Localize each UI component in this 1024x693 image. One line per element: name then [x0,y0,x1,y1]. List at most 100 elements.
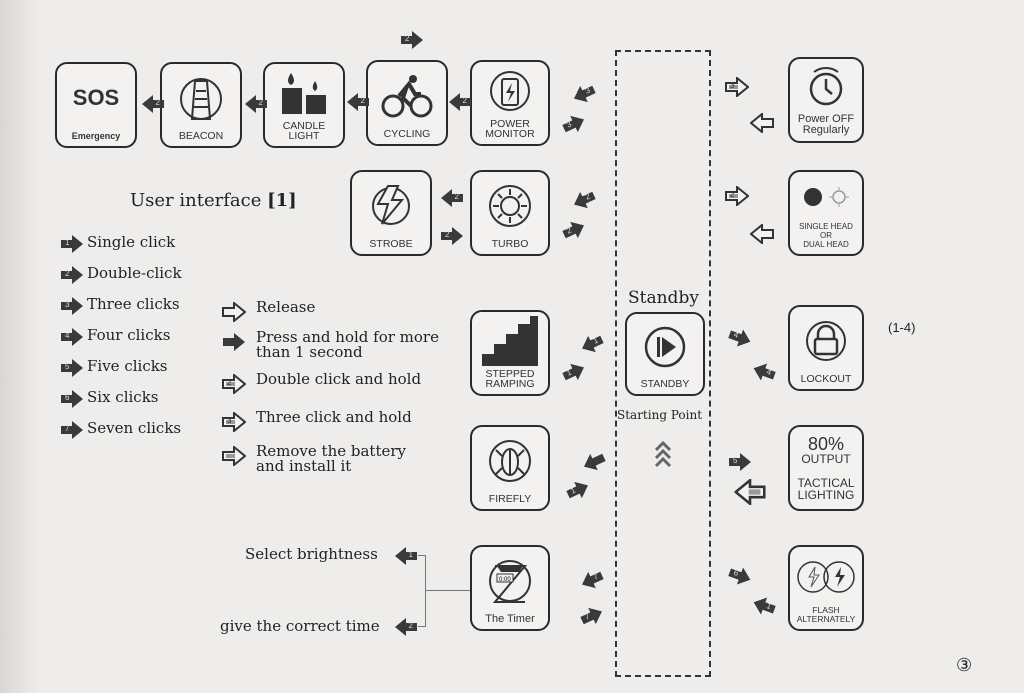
play-icon [643,314,687,379]
battery-icon [488,62,532,119]
mode-label: STANDBY [640,378,690,390]
mode-label: OUTPUT TACTICAL LIGHTING [797,452,855,502]
mode-cycling: CYCLING [366,60,448,146]
double-click-arrow: 2 [346,92,370,112]
three-click-hold-arrow-icon: 3 [222,412,246,432]
mode-label: FLASH ALTERNATELY [796,605,856,624]
press-hold-arrow-icon [222,332,246,352]
correct-time-label: give the correct time [220,617,380,635]
bracket-line [418,626,426,627]
single-click-arrow: 1 [577,330,607,358]
mode-label: STROBE [369,238,413,250]
click-arrow-icon: 6 [60,389,84,409]
lightning-icon [366,172,416,239]
clock-icon [806,59,846,114]
mode-label: TURBO [491,238,529,250]
lighthouse-icon [179,64,223,131]
mode-label: LOCKOUT [800,373,852,385]
bracket-line [418,555,426,556]
legend-label: Four clicks [87,326,171,344]
release-arrow-icon [222,302,246,322]
head-icons [801,172,851,222]
mode-label: POWER MONITOR [485,118,535,140]
click-arrow-icon: 7 [60,420,84,440]
mode-candle-light: CANDLE LIGHT [263,62,345,148]
figure-note: (1-4) [888,320,916,335]
seven-click-arrow: 7 [577,602,607,630]
firefly-icon [487,427,533,494]
candle-icon [279,64,329,121]
single-click-arrow: 1 [749,592,778,619]
bicycle-icon [381,62,433,129]
release-arrow [750,113,774,133]
double-click-hold-arrow-icon: 2 [222,374,246,394]
press-hold-arrow [579,448,609,476]
mode-label: Emergency [71,131,121,141]
mode-flash-alternately: FLASH ALTERNATELY [788,545,864,631]
legend-label: Five clicks [87,357,168,375]
chevron-up-icon [654,440,672,472]
mode-label: STEPPED RAMPING [485,368,535,390]
mode-turbo: TURBO [470,170,550,256]
three-click-arrow: 3 [559,110,589,138]
legend-label: Press and hold for more than 1 second [256,328,439,361]
scan-edge [0,0,40,693]
legend-label: Double click and hold [256,370,422,388]
mode-firefly: FIREFLY [470,425,550,511]
click-arrow-icon: 5 [60,358,84,378]
legend-label: Seven clicks [87,419,182,437]
mode-power-monitor: POWER MONITOR [470,60,550,146]
battery-reinstall-arrow [734,479,766,505]
six-click-arrow: 6 [725,562,754,589]
mode-label: CANDLE LIGHT [282,120,326,142]
three-click-hold-arrow: 3 [725,77,749,97]
page-mark: ③ [956,655,973,676]
four-click-arrow: 4 [749,358,778,385]
mode-label: Power OFF Regularly [797,113,855,136]
mode-timer: 0:00 The Timer [470,545,550,631]
diagram-title: User interface [1] [130,190,297,211]
release-arrow [750,224,774,244]
legend-label: Release [256,298,316,316]
mode-sos: SOS Emergency [55,62,137,148]
starting-point-label: Starting Point [617,408,703,422]
mode-label: SINGLE HEAD OR DUAL HEAD [799,222,853,249]
double-click-arrow: 2 [440,226,464,246]
legend-label: Single click [87,233,176,251]
mode-standby: STANDBY [625,312,705,396]
four-click-arrow: 4 [725,324,754,351]
single-click-arrow: 1 [394,546,418,566]
mode-beacon: BEACON [160,62,242,148]
legend-label: Six clicks [87,388,159,406]
bracket-line [425,555,426,627]
single-click-arrow: 1 [563,476,593,504]
mode-strobe: STROBE [350,170,432,256]
mode-tactical-lighting: 80% OUTPUT TACTICAL LIGHTING [788,425,864,511]
mode-power-off: Power OFF Regularly [788,57,864,143]
lock-icon [804,307,848,374]
five-click-arrow: 5 [728,452,752,472]
seven-click-arrow: 7 [577,566,607,594]
double-click-arrow: 2 [448,92,472,112]
mode-stepped-ramping: STEPPED RAMPING [470,310,550,396]
mode-label: CYCLING [383,128,431,140]
sos-icon: SOS [72,84,120,110]
double-click-arrow: 2 [559,216,589,244]
standby-column [615,50,711,677]
legend-label: Three click and hold [256,408,412,426]
legend-label: Three clicks [87,295,180,313]
mode-label: FIREFLY [488,493,532,505]
bracket-line [426,590,470,591]
mode-label: BEACON [178,130,224,142]
remove-battery-arrow-icon [222,446,246,466]
click-arrow-icon: 4 [60,327,84,347]
select-brightness-label: Select brightness [245,545,378,563]
output-percent: 80% [807,434,845,454]
three-click-arrow: 3 [569,80,599,108]
double-click-arrow: 2 [141,94,165,114]
double-click-hold-arrow: 2 [725,186,749,206]
double-click-arrow: 2 [244,94,268,114]
legend-label: Remove the battery and install it [256,442,406,475]
double-click-arrow: 2 [440,188,464,208]
legend-label: Double-click [87,264,182,282]
